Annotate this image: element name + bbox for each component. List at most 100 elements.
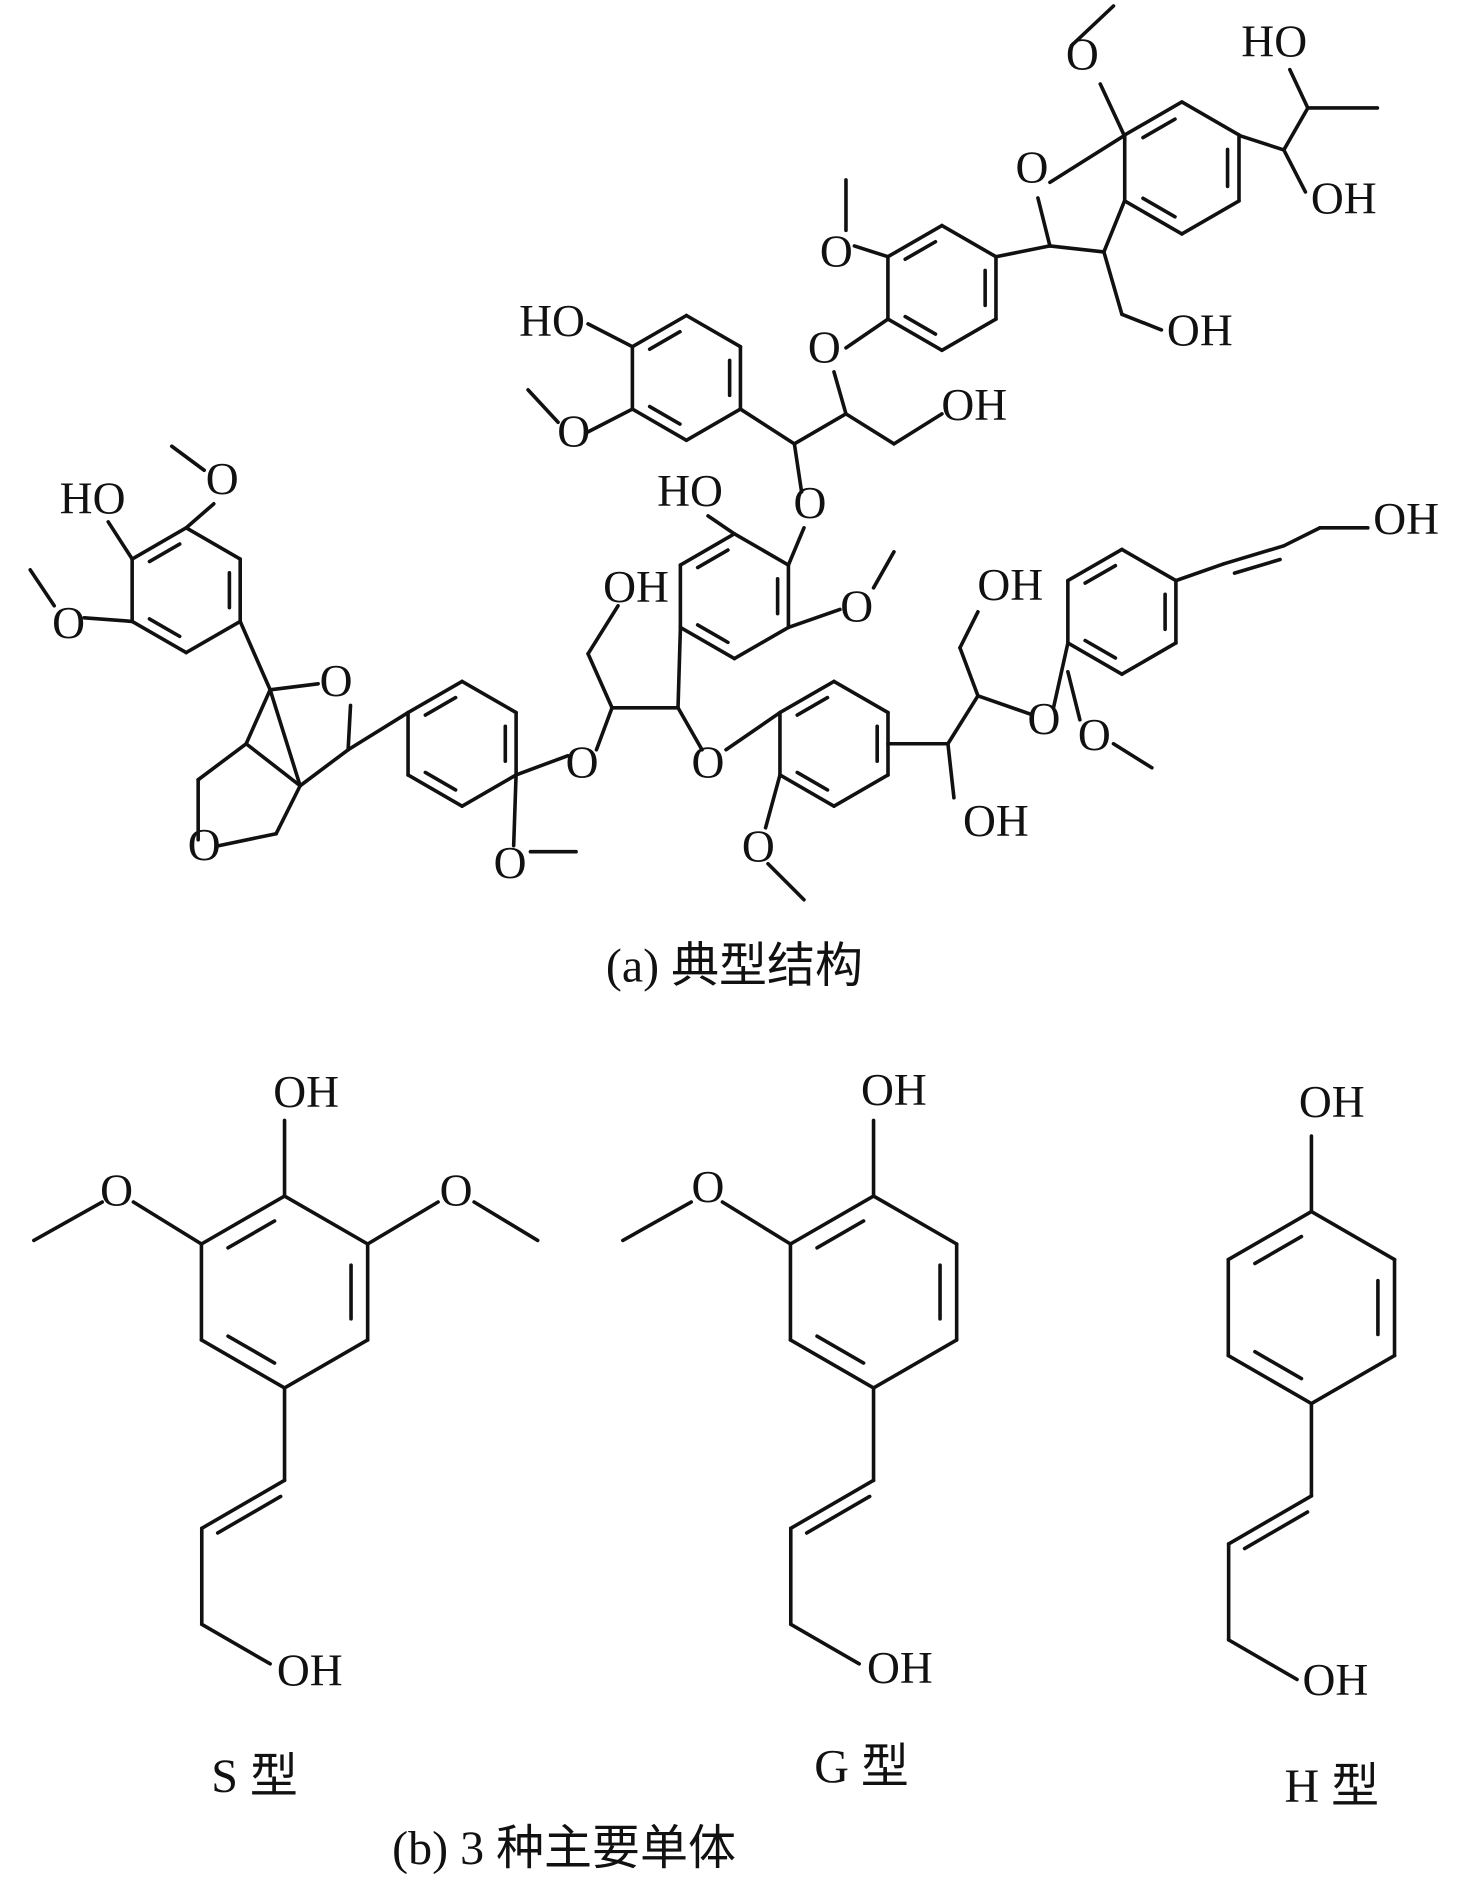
double-bond: [695, 548, 730, 570]
bond: [196, 741, 248, 782]
bond: [268, 687, 302, 788]
ring-bond: [940, 223, 998, 259]
atom-label: OH: [273, 1066, 339, 1117]
bond: [1174, 562, 1226, 583]
atom-label: O: [206, 453, 239, 504]
bond: [792, 412, 848, 446]
atom-label: O: [692, 736, 725, 787]
bond: [676, 705, 704, 752]
double-bond: [423, 770, 458, 792]
double-bond: [215, 1494, 283, 1535]
atom-label: O: [440, 1165, 473, 1216]
atom-label: O: [1078, 709, 1111, 760]
bond: [244, 687, 272, 746]
bond: [32, 1200, 105, 1243]
bond: [274, 783, 302, 836]
bond: [958, 645, 980, 698]
ring-bond: [778, 773, 836, 808]
bond: [786, 607, 842, 630]
atom-label: OH: [941, 379, 1007, 430]
ring-bond: [732, 625, 791, 661]
ring-bond: [832, 679, 890, 715]
ring-bond: [1066, 547, 1124, 583]
ring-bond: [778, 679, 836, 715]
bond: [738, 407, 797, 446]
double-bond: [647, 329, 682, 351]
ring-bond: [406, 773, 464, 808]
ring-bond: [1066, 641, 1124, 676]
bond: [788, 1622, 861, 1666]
ring-bond: [1226, 1353, 1314, 1406]
bond: [106, 520, 134, 561]
double-bond: [795, 695, 830, 717]
bond: [1226, 1638, 1299, 1682]
atom-label: HO: [60, 472, 126, 523]
double-bond: [1253, 1349, 1304, 1381]
atom-label: OH: [977, 559, 1043, 610]
ring-bond: [678, 532, 737, 567]
ring-bond: [1122, 199, 1184, 236]
ring-bond: [282, 1194, 370, 1246]
ring-bond: [1120, 641, 1178, 676]
double-bond: [1253, 1234, 1304, 1266]
double-bond: [815, 1334, 866, 1365]
bond: [1051, 641, 1070, 710]
double-bond: [804, 1494, 872, 1535]
bond: [724, 710, 782, 752]
atom-label: O: [52, 597, 85, 648]
atom-label: O: [840, 580, 873, 631]
bond: [852, 244, 890, 259]
ring-bond: [130, 526, 188, 561]
ring-bond: [1120, 547, 1178, 583]
double-bond: [647, 404, 682, 426]
bond: [586, 322, 635, 349]
double-bond: [1141, 196, 1177, 219]
bond: [199, 1622, 272, 1666]
bond: [28, 568, 57, 608]
bond: [511, 773, 518, 848]
bond: [244, 741, 302, 788]
atom-label: O: [320, 655, 353, 706]
ring-bond: [940, 317, 998, 353]
bond: [365, 1200, 440, 1246]
ring-bond: [630, 313, 689, 349]
bond: [976, 693, 1032, 716]
double-bond: [1242, 1510, 1310, 1551]
atom-label: OH: [963, 795, 1029, 846]
double-bond: [788, 1478, 876, 1531]
bond: [1237, 133, 1286, 152]
ring-bond: [1180, 100, 1241, 137]
double-bond: [1226, 1494, 1314, 1546]
caption-part-b: (b) 3 种主要单体: [392, 1822, 736, 1875]
ring-bond: [1226, 1209, 1314, 1262]
bond: [586, 407, 635, 434]
atom-label: OH: [1373, 493, 1439, 544]
bond: [1282, 526, 1322, 548]
bond: [298, 747, 350, 788]
atom-label: O: [566, 736, 599, 787]
bond: [1111, 741, 1154, 770]
atom-label: O: [808, 321, 841, 372]
atom-label: OH: [1302, 1654, 1368, 1705]
bond: [786, 526, 806, 567]
monomer-labels: OH O O OH OH O OH OH OH S 型 G 型 H 型 (b) …: [100, 1064, 1379, 1875]
bond: [346, 703, 353, 752]
ring-bond: [406, 679, 464, 715]
s-monomer-bonds: [32, 1118, 540, 1666]
bond: [994, 244, 1052, 259]
atom-label: OH: [603, 561, 669, 612]
caption-g-type: G 型: [814, 1741, 909, 1794]
atom-label: O: [100, 1165, 133, 1216]
bond: [766, 861, 806, 902]
atom-label: HO: [657, 465, 723, 516]
ring-bond: [684, 407, 743, 443]
atom-label: O: [794, 477, 827, 528]
atom-label: O: [494, 837, 527, 888]
bond: [1102, 250, 1124, 317]
bond: [268, 681, 320, 692]
ring-bond: [788, 1194, 876, 1246]
bond: [844, 317, 890, 350]
double-bond: [695, 623, 730, 645]
atom-label: O: [557, 405, 590, 456]
bond: [238, 619, 272, 692]
